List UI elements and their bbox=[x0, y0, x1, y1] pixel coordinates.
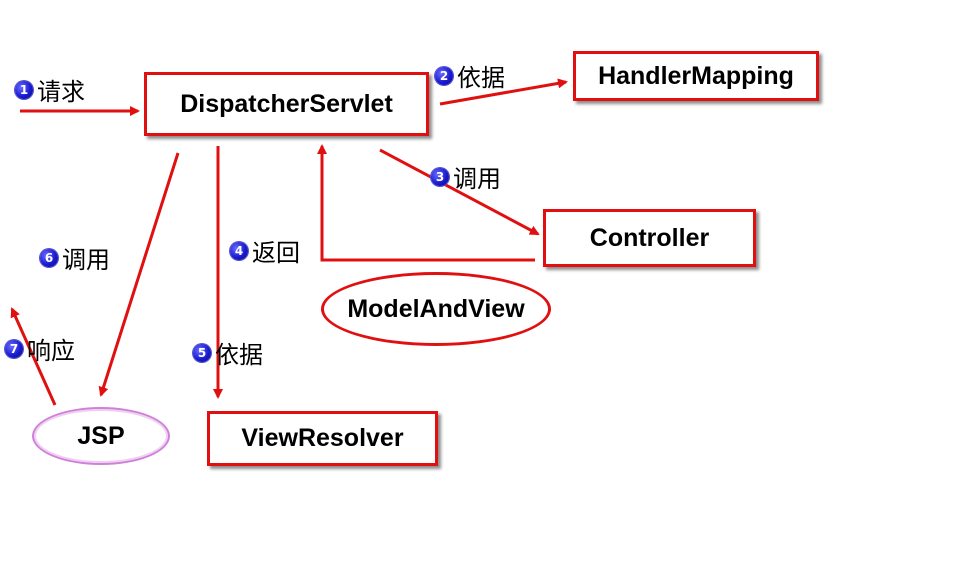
arrow-to-jsp bbox=[98, 152, 180, 397]
step-1-badge: 1 bbox=[15, 80, 33, 99]
controller-label: Controller bbox=[589, 223, 710, 252]
step-2-text: 依据 bbox=[457, 64, 505, 92]
step-7-badge: 7 bbox=[5, 339, 23, 358]
step-2-badge: 2 bbox=[435, 66, 453, 85]
arrow-to-controller bbox=[379, 148, 540, 236]
handler-mapping-box: HandlerMapping bbox=[573, 51, 819, 101]
step-3-badge: 3 bbox=[431, 167, 449, 186]
jsp-ellipse: JSP bbox=[32, 407, 170, 465]
view-resolver-label: ViewResolver bbox=[241, 424, 404, 452]
step-1-text: 请求 bbox=[37, 78, 85, 106]
step-3-label: 3 调用 bbox=[431, 159, 501, 194]
model-and-view-ellipse: ModelAndView bbox=[321, 272, 551, 346]
step-5-badge: 5 bbox=[193, 343, 211, 362]
handler-mapping-label: HandlerMapping bbox=[598, 61, 794, 90]
step-4-label: 4 返回 bbox=[230, 233, 300, 268]
controller-box: Controller bbox=[543, 209, 756, 267]
dispatcher-servlet-label: DispatcherServlet bbox=[180, 89, 393, 118]
step-4-badge: 4 bbox=[230, 241, 248, 260]
step-1-label: 1 请求 bbox=[15, 72, 85, 107]
step-2-label: 2 依据 bbox=[435, 58, 505, 93]
step-7-text: 响应 bbox=[27, 337, 75, 365]
step-3-text: 调用 bbox=[453, 165, 501, 193]
model-and-view-label: ModelAndView bbox=[347, 294, 525, 323]
step-6-text: 调用 bbox=[62, 246, 110, 274]
step-6-label: 6 调用 bbox=[40, 240, 110, 275]
arrow-return bbox=[317, 144, 535, 262]
view-resolver-box: ViewResolver bbox=[207, 411, 438, 466]
step-5-label: 5 依据 bbox=[193, 335, 263, 370]
step-5-text: 依据 bbox=[215, 341, 263, 369]
arrow-response bbox=[10, 307, 57, 406]
step-7-label: 7 响应 bbox=[5, 331, 75, 366]
dispatcher-servlet-box: DispatcherServlet bbox=[144, 72, 429, 136]
arrow-to-handler-mapping bbox=[439, 78, 568, 106]
step-6-badge: 6 bbox=[40, 248, 58, 267]
jsp-label: JSP bbox=[77, 421, 125, 450]
step-4-text: 返回 bbox=[252, 239, 300, 267]
